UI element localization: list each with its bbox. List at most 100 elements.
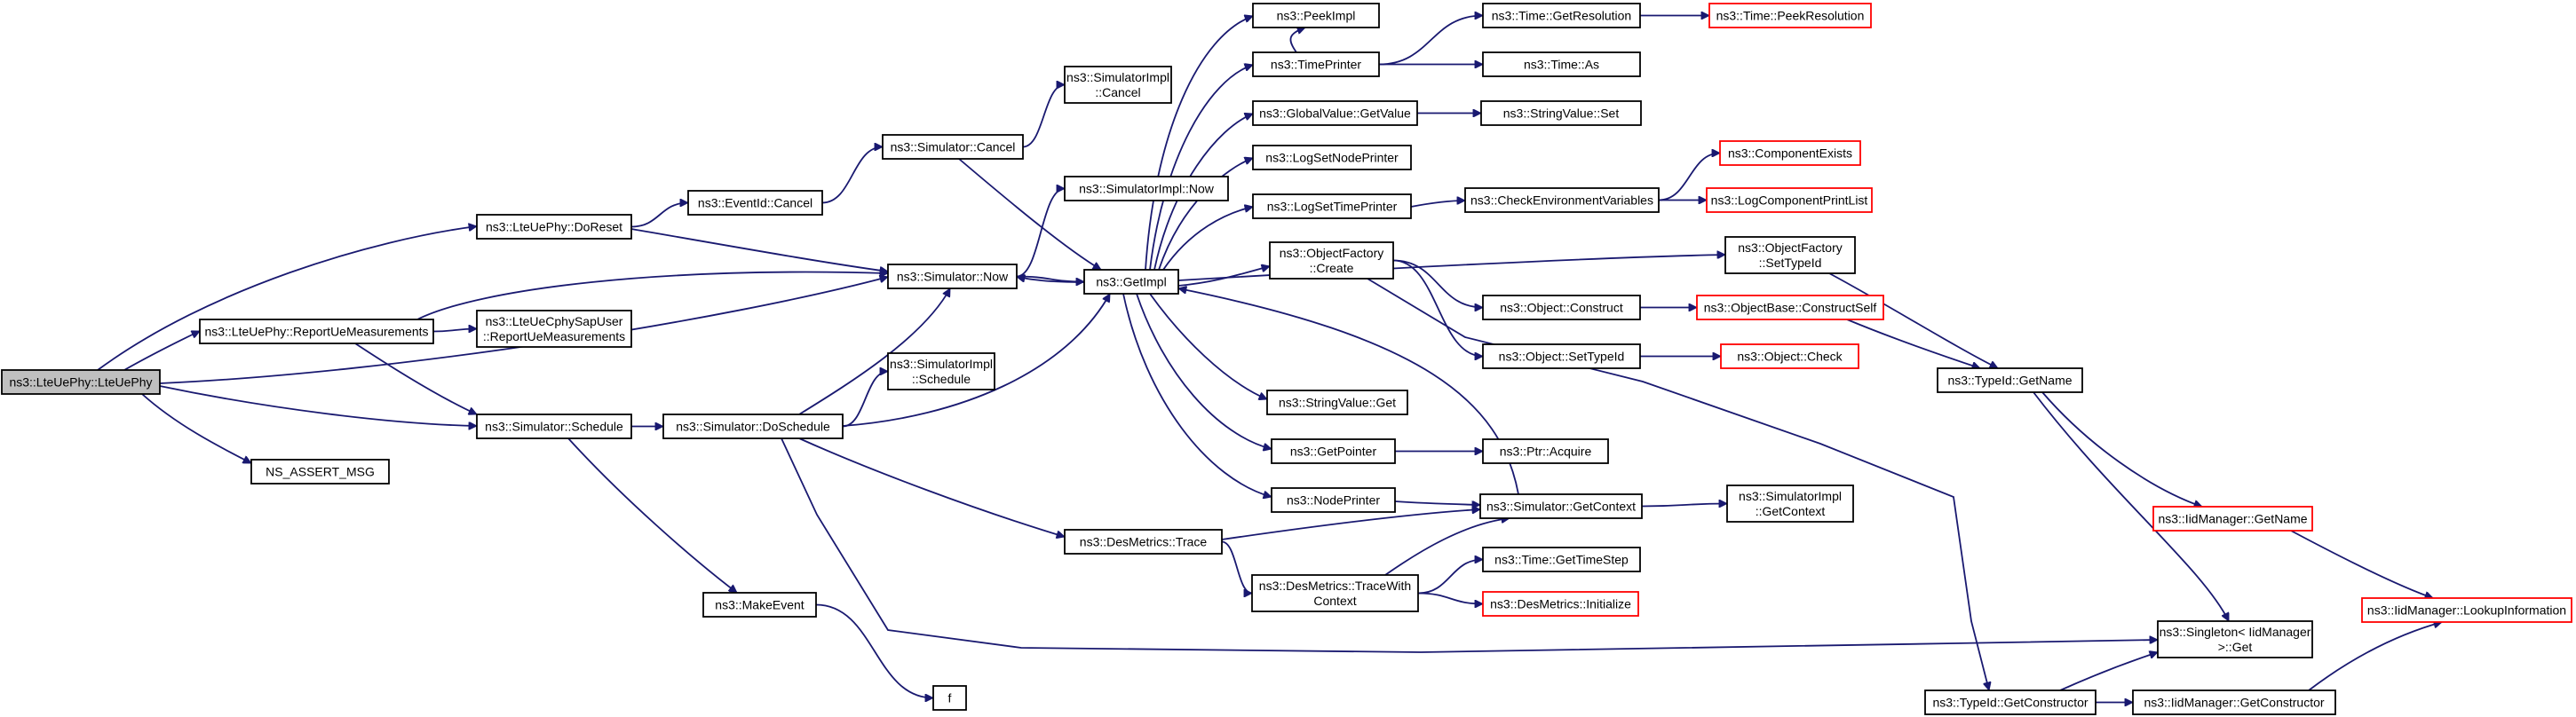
node-box[interactable] [1,369,161,395]
node-box[interactable] [1464,187,1660,213]
node-box[interactable] [1251,574,1419,612]
node-box[interactable] [476,214,632,240]
node-n8[interactable]: ns3::Simulator::DoSchedule [662,414,844,439]
node-box[interactable] [687,190,823,216]
node-n47[interactable]: ns3::TypeId::GetName [1937,367,2083,393]
node-box[interactable] [1271,438,1396,464]
node-n32[interactable]: ns3::Object::Construct [1482,295,1641,320]
node-box[interactable] [1252,3,1380,28]
node-box[interactable] [476,414,632,439]
node-box[interactable] [1271,487,1396,513]
node-n1[interactable]: ns3::LteUePhy::DoReset [476,214,632,240]
node-n42[interactable]: ns3::ObjectBase::ConstructSelf [1696,295,1884,320]
node-n46[interactable]: ns3::IidManager::GetConstructor [2132,689,2336,715]
node-n21[interactable]: ns3::LogSetNodePrinter [1252,145,1412,170]
node-n20[interactable]: ns3::GlobalValue::GetValue [1252,100,1418,126]
node-n39[interactable]: ns3::ComponentExists [1719,140,1861,166]
node-n31[interactable]: ns3::CheckEnvironmentVariables [1464,187,1660,213]
node-n34[interactable]: ns3::Ptr::Acquire [1482,438,1609,464]
node-n45[interactable]: ns3::Singleton< IidManager >::Get [2157,620,2313,658]
node-box[interactable] [1252,145,1412,170]
node-n15[interactable]: ns3::DesMetrics::Trace [1064,529,1223,555]
node-box[interactable] [1479,493,1643,519]
node-box[interactable] [1064,66,1172,104]
node-n48[interactable]: ns3::IidManager::GetName [2152,506,2313,532]
node-box[interactable] [1482,295,1641,320]
node-n43[interactable]: ns3::Object::Check [1720,343,1859,369]
node-n36[interactable]: ns3::DesMetrics::Initialize [1482,591,1639,617]
node-box[interactable] [1924,689,2096,715]
node-box[interactable] [1482,343,1641,369]
node-box[interactable] [887,352,995,390]
node-box[interactable] [1064,529,1223,555]
node-n12[interactable]: ns3::SimulatorImpl::Now [1064,176,1229,201]
node-box[interactable] [1269,241,1394,280]
node-box[interactable] [702,592,817,618]
node-n13[interactable]: ns3::GetImpl [1083,269,1179,295]
node-box[interactable] [1480,100,1642,126]
node-box[interactable] [1719,140,1861,166]
node-box[interactable] [2361,597,2572,623]
node-box[interactable] [1482,591,1639,617]
node-box[interactable] [1696,295,1884,320]
node-n23[interactable]: ns3::ObjectFactory::Create [1269,241,1394,280]
node-box[interactable] [2132,689,2336,715]
node-n40[interactable]: ns3::LogComponentPrintList [1706,187,1873,213]
node-n2[interactable]: ns3::LteUePhy::ReportUeMeasurements [199,319,434,344]
node-box[interactable] [1252,193,1412,219]
node-n0[interactable]: ns3::LteUePhy::LteUePhy [1,369,161,395]
node-n33[interactable]: ns3::Object::SetTypeId [1482,343,1641,369]
node-box[interactable] [1482,3,1641,28]
node-n44[interactable]: ns3::SimulatorImpl::GetContext [1726,485,1854,523]
node-box[interactable] [1083,269,1179,295]
node-n7[interactable]: ns3::LteUeCphySapUser::ReportUeMeasureme… [476,310,632,348]
node-n17[interactable]: f [932,685,967,711]
node-box[interactable] [1266,390,1408,415]
node-n4[interactable]: NS_ASSERT_MSG [250,459,390,485]
node-n28[interactable]: ns3::Time::GetResolution [1482,3,1641,28]
node-box[interactable] [1482,51,1641,77]
node-n22[interactable]: ns3::LogSetTimePrinter [1252,193,1412,219]
node-box[interactable] [1482,547,1641,572]
node-n19[interactable]: ns3::TimePrinter [1252,51,1380,77]
node-n27[interactable]: ns3::Simulator::GetContext [1479,493,1643,519]
node-box[interactable] [1706,187,1873,213]
node-box[interactable] [1482,438,1609,464]
node-n10[interactable]: ns3::SimulatorImpl::Cancel [1064,66,1172,104]
node-n25[interactable]: ns3::GetPointer [1271,438,1396,464]
node-box[interactable] [932,685,967,711]
node-n11[interactable]: ns3::Simulator::Cancel [882,134,1024,160]
node-n26[interactable]: ns3::NodePrinter [1271,487,1396,513]
node-box[interactable] [1937,367,2083,393]
node-box[interactable] [1724,236,1856,274]
node-box[interactable] [2152,506,2313,532]
node-n29[interactable]: ns3::Time::As [1482,51,1641,77]
node-box[interactable] [1720,343,1859,369]
node-box[interactable] [1252,100,1418,126]
node-n5[interactable]: ns3::EventId::Cancel [687,190,823,216]
node-n18[interactable]: ns3::PeekImpl [1252,3,1380,28]
node-box[interactable] [2157,620,2313,658]
node-box[interactable] [1726,485,1854,523]
node-n30[interactable]: ns3::StringValue::Set [1480,100,1642,126]
node-n49[interactable]: ns3::IidManager::LookupInformation [2361,597,2572,623]
node-n6[interactable]: ns3::Simulator::Now [887,264,1018,289]
node-box[interactable] [1064,176,1229,201]
node-n37[interactable]: ns3::TypeId::GetConstructor [1924,689,2096,715]
node-box[interactable] [199,319,434,344]
node-box[interactable] [662,414,844,439]
node-box[interactable] [887,264,1018,289]
node-n24[interactable]: ns3::StringValue::Get [1266,390,1408,415]
node-n14[interactable]: ns3::SimulatorImpl::Schedule [887,352,995,390]
node-box[interactable] [882,134,1024,160]
node-n9[interactable]: ns3::MakeEvent [702,592,817,618]
node-box[interactable] [1252,51,1380,77]
node-n35[interactable]: ns3::Time::GetTimeStep [1482,547,1641,572]
node-box[interactable] [476,310,632,348]
node-n38[interactable]: ns3::Time::PeekResolution [1708,3,1872,28]
node-n3[interactable]: ns3::Simulator::Schedule [476,414,632,439]
node-box[interactable] [250,459,390,485]
node-box[interactable] [1708,3,1872,28]
node-n41[interactable]: ns3::ObjectFactory::SetTypeId [1724,236,1856,274]
